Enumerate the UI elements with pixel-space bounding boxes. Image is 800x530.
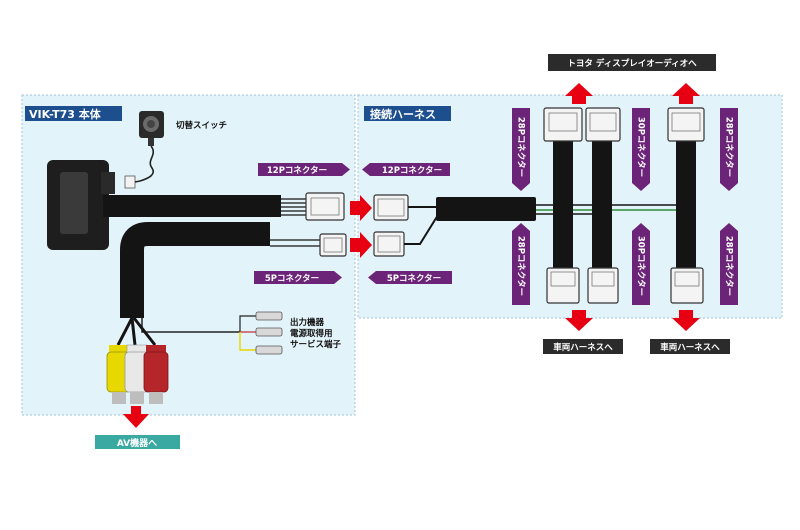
display-badge-label: トヨタ ディスプレイオーディオへ: [567, 58, 697, 69]
arrow-down-vehicle-2: [672, 310, 700, 331]
svg-text:28Pコネクター: 28Pコネクター: [516, 117, 527, 177]
vertical-cable-3: [676, 135, 696, 272]
arrow-down-vehicle-1: [565, 310, 593, 331]
av-badge: [95, 435, 180, 449]
harness-5p-connector: [373, 231, 405, 257]
svg-text:28Pコネクター: 28Pコネクター: [724, 117, 735, 177]
top-connector-28p-left: [543, 107, 583, 142]
vertical-cable-1: [553, 135, 573, 272]
vertical-cable-2: [592, 135, 612, 272]
unit-panel: [21, 94, 356, 416]
svg-text:28Pコネクター: 28Pコネクター: [724, 236, 735, 296]
display-badge: [548, 54, 716, 71]
arrow-5p: [350, 232, 372, 258]
unit-cable-12p: [103, 195, 281, 217]
vehicle-badge-2-label: 車両ハーネスへ: [660, 342, 720, 353]
svg-text:12Pコネクター: 12Pコネクター: [382, 165, 442, 176]
unit-panel-title-box: [25, 106, 122, 121]
arrow-up-display-1: [565, 83, 593, 104]
switch-label: 切替スイッチ: [176, 120, 227, 131]
av-arrow: [123, 406, 149, 428]
svg-text:5Pコネクター: 5Pコネクター: [265, 273, 319, 284]
unit-12p-connector: [305, 192, 345, 221]
unit-panel-title: VIK-T73 本体: [29, 107, 102, 121]
service-terminals: [255, 311, 283, 355]
svg-text:5Pコネクター: 5Pコネクター: [387, 273, 441, 284]
harness-panel-title: 接続ハーネス: [370, 107, 436, 121]
tag-unit-12p: 12Pコネクター: [258, 163, 350, 176]
arrow-12p: [350, 195, 372, 221]
svg-text:30Pコネクター: 30Pコネクター: [636, 236, 647, 296]
unit-5p-connector: [319, 233, 347, 257]
tag-unit-5p: 5Pコネクター: [254, 271, 342, 284]
unit-cable-lower: [120, 222, 270, 318]
rca-splits: [116, 317, 157, 346]
tag-top-left: 28Pコネクター: [512, 108, 530, 191]
arrow-up-display-2: [672, 83, 700, 104]
tag-top-right: 28Pコネクター: [720, 108, 738, 191]
service-wire: [141, 318, 240, 333]
svg-text:12Pコネクター: 12Pコネクター: [267, 165, 327, 176]
harness-main-cable: [436, 197, 536, 221]
output-label-line2: 電源取得用: [290, 328, 333, 339]
harness-12p-connector: [373, 194, 409, 221]
svg-text:28Pコネクター: 28Pコネクター: [516, 236, 527, 296]
bottom-connector-30p: [587, 267, 619, 304]
vehicle-badge-2: [650, 339, 730, 354]
vehicle-badge-1-label: 車両ハーネスへ: [553, 342, 613, 353]
vehicle-badge-1: [543, 339, 623, 354]
bottom-connector-28p-left: [546, 267, 580, 304]
output-label-line1: 出力機器: [290, 317, 325, 328]
bottom-connector-28p-right: [670, 267, 704, 304]
rca-red-plug: [143, 345, 169, 404]
top-connector-28p-right: [667, 107, 705, 142]
svg-text:30Pコネクター: 30Pコネクター: [636, 117, 647, 177]
av-badge-label: AV機器へ: [117, 437, 157, 449]
tag-bottom-mid: 30Pコネクター: [632, 223, 650, 305]
tag-harness-12p: 12Pコネクター: [362, 163, 450, 176]
tag-bottom-left: 28Pコネクター: [512, 223, 530, 305]
harness-panel-title-box: [364, 106, 451, 121]
output-label-line3: サービス端子: [290, 339, 342, 350]
top-connector-30p: [585, 107, 621, 142]
rca-white-plug: [124, 344, 150, 404]
unit-5p-wires: [270, 239, 322, 247]
tag-bottom-right: 28Pコネクター: [720, 223, 738, 305]
unit-12p-wires: [281, 198, 307, 216]
tag-harness-5p: 5Pコネクター: [368, 271, 452, 284]
tag-top-mid: 30Pコネクター: [632, 108, 650, 191]
toggle-switch: [134, 111, 164, 183]
